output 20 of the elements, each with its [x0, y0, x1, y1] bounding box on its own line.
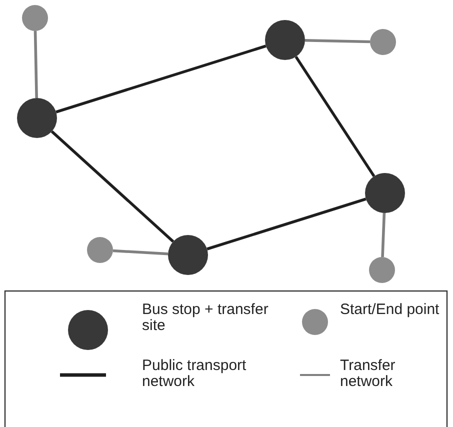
connector-line — [34, 30, 38, 98]
stop-marker — [17, 98, 57, 138]
connector-line — [56, 44, 266, 114]
stop-marker — [168, 235, 208, 275]
connector-line — [50, 130, 174, 243]
connector-line — [206, 198, 366, 250]
legend-label: Bus stop + transfer site — [142, 302, 270, 334]
legend-label: Transfer network — [340, 358, 396, 390]
connector-line — [112, 249, 168, 256]
endpoint-marker — [87, 237, 113, 263]
stop-marker — [265, 20, 305, 60]
connector-line — [294, 56, 376, 178]
legend-label: Start/End point — [340, 302, 440, 318]
endpoint-marker — [369, 257, 395, 283]
legend-label: Public transport network — [142, 358, 248, 390]
stop-marker — [365, 173, 405, 213]
endpoint-marker — [22, 5, 48, 31]
endpoint-marker — [370, 29, 396, 55]
connector-line — [381, 212, 386, 258]
connector-line — [304, 39, 370, 44]
